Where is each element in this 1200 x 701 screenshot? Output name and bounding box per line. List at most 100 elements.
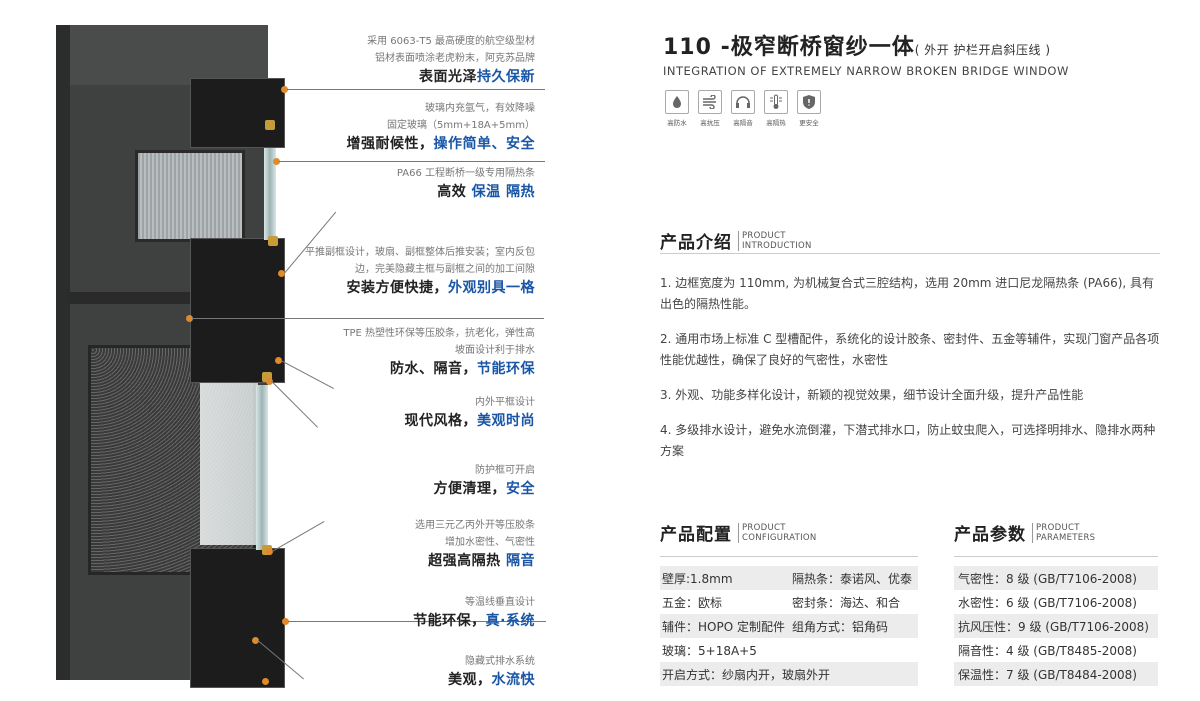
headphones-icon — [731, 90, 755, 114]
divider — [660, 556, 918, 557]
shield-icon — [797, 90, 821, 114]
feature-desc: 增加水密性、气密性 — [445, 537, 535, 548]
callout-dot — [186, 315, 193, 322]
intro-item: 4. 多级排水设计，避免水流倒灌，下潜式排水口，防止蚊虫爬入，可选择明排水、隐排… — [660, 423, 1156, 458]
page-title: 110 -极窄断桥窗纱一体( 外开 护栏开启斜压线 ) — [663, 35, 1051, 60]
feature-item: 玻璃内充氩气，有效降噪 固定玻璃（5mm+18A+5mm） 增强耐候性，操作简单… — [265, 100, 536, 154]
feature-title: 超强高隔热 隔音 — [428, 553, 535, 569]
gasket — [262, 372, 272, 382]
intro-list: 1. 边框宽度为 110mm, 为机械复合式三腔结构，选用 20mm 进口尼龙隔… — [660, 273, 1160, 476]
leader-line — [279, 161, 545, 162]
feature-desc: 玻璃内充氩气，有效降噪 — [425, 103, 535, 114]
feature-desc: 边，完美隐藏主框与副框之间的加工间隙 — [355, 264, 535, 275]
table-row: 保温性：7 级 (GB/T8484-2008) — [954, 662, 1158, 686]
table-row: 玻璃：5+18A+5 — [662, 643, 757, 658]
feature-title: 高效 保温 隔热 — [437, 184, 535, 200]
frame-top-face — [56, 25, 268, 85]
feature-title: 防水、隔音，节能环保 — [390, 361, 535, 377]
profile-section-top — [190, 78, 285, 148]
feature-item: 隐藏式排水系统 美观，水流快 — [265, 653, 535, 690]
screen-glass-reflection — [200, 380, 258, 545]
feature-desc: 固定玻璃（5mm+18A+5mm） — [386, 120, 535, 131]
table-row: 辅件：HOPO 定制配件组角方式：铝角码 — [660, 614, 918, 638]
feature-desc: 铝材表面喷涂老虎粉末，阿克苏品牌 — [375, 53, 535, 64]
callout-dot — [278, 270, 285, 277]
table-row: 水密性：6 级 (GB/T7106-2008) — [958, 595, 1137, 610]
callout-dot — [252, 637, 259, 644]
intro-item: 2. 通用市场上标准 C 型槽配件，系统化的设计胶条、密封件、五金等辅件，实现门… — [660, 332, 1160, 367]
intro-item: 3. 外观、功能多样化设计，新颖的视觉效果，细节设计全面升级，提升产品性能 — [660, 388, 1084, 402]
wind-icon — [698, 90, 722, 114]
feature-callouts: 采用 6063-T5 最高硬度的航空级型材 铝材表面喷涂老虎粉末，阿克苏品牌 表… — [265, 0, 535, 701]
callout-dot — [282, 618, 289, 625]
feature-desc: 选用三元乙丙外开等压胶条 — [415, 520, 535, 531]
table-row: 抗风压性：9 级 (GB/T7106-2008) — [954, 614, 1158, 638]
profile-section-bottom — [190, 548, 285, 688]
table-row: 隔音性：4 级 (GB/T8485-2008) — [958, 643, 1137, 658]
gasket — [268, 236, 278, 246]
transom-glass — [135, 150, 245, 242]
intro-item: 1. 边框宽度为 110mm, 为机械复合式三腔结构，选用 20mm 进口尼龙隔… — [660, 276, 1155, 311]
icon-item: 高防水 — [663, 90, 691, 127]
divider — [660, 253, 1160, 254]
feature-item: 选用三元乙丙外开等压胶条 增加水密性、气密性 超强高隔热 隔音 — [265, 517, 535, 571]
performance-icons: 高防水 高抗压 高隔音 高隔热 更安全 — [663, 90, 823, 127]
feature-title: 现代风格，美观时尚 — [404, 413, 535, 429]
icon-item: 更安全 — [795, 90, 823, 127]
feature-title: 美观，水流快 — [448, 672, 535, 688]
feature-title: 节能环保，真·系统 — [413, 613, 535, 629]
callout-dot — [262, 678, 269, 685]
icon-item: 高隔音 — [729, 90, 757, 127]
feature-title: 表面光泽持久保新 — [419, 69, 535, 85]
feature-item: PA66 工程断桥一级专用隔热条 高效 保温 隔热 — [265, 165, 535, 202]
feature-desc: 内外平框设计 — [475, 397, 535, 408]
page-subtitle: ( 外开 护栏开启斜压线 ) — [914, 43, 1051, 57]
table-row: 五金：欧标密封条：海达、和合 — [662, 595, 901, 610]
feature-item: 采用 6063-T5 最高硬度的航空级型材 铝材表面喷涂老虎粉末，阿克苏品牌 表… — [265, 33, 535, 87]
water-drop-icon — [665, 90, 689, 114]
window-section-illustration — [0, 0, 555, 701]
leader-line — [192, 318, 544, 319]
glass-cross-section-bottom — [256, 385, 268, 550]
feature-desc: PA66 工程断桥一级专用隔热条 — [396, 168, 535, 179]
feature-item: 平推副框设计，玻扇、副框整体后推安装；室内反包 边，完美隐藏主框与副框之间的加工… — [265, 244, 535, 298]
feature-item: 防护框可开启 方便清理，安全 — [265, 462, 536, 499]
feature-item: 内外平框设计 现代风格，美观时尚 — [265, 394, 536, 431]
table-row: 开启方式：纱扇内开，玻扇外开 — [660, 662, 918, 686]
page-title-english: INTEGRATION OF EXTREMELY NARROW BROKEN B… — [663, 64, 1069, 78]
thermometer-icon — [764, 90, 788, 114]
feature-desc: TPE 热塑性环保等压胶条，抗老化，弹性高 — [343, 328, 535, 339]
feature-desc: 采用 6063-T5 最高硬度的航空级型材 — [367, 36, 535, 47]
feature-title: 方便清理，安全 — [433, 481, 535, 497]
feature-desc: 平推副框设计，玻扇、副框整体后推安装；室内反包 — [305, 247, 535, 258]
gasket — [265, 120, 275, 130]
feature-item: TPE 热塑性环保等压胶条，抗老化，弹性高 坡面设计利于排水 防水、隔音，节能环… — [265, 325, 535, 379]
feature-desc: 防护框可开启 — [475, 465, 535, 476]
icon-item: 高隔热 — [762, 90, 790, 127]
profile-section-middle — [190, 238, 285, 383]
glass-cross-section-top — [264, 148, 276, 240]
params-table: 气密性：8 级 (GB/T7106-2008) 水密性：6 级 (GB/T710… — [954, 566, 1158, 686]
feature-title: 增强耐候性，操作简单、安全 — [346, 136, 535, 152]
feature-desc: 隐藏式排水系统 — [465, 656, 535, 667]
feature-desc: 等温线垂直设计 — [465, 597, 535, 608]
callout-dot — [275, 357, 282, 364]
frame-side-face — [56, 25, 70, 680]
icon-item: 高抗压 — [696, 90, 724, 127]
leader-line — [288, 621, 546, 622]
feature-title: 安装方便快捷，外观别具一格 — [346, 280, 535, 296]
feature-desc: 坡面设计利于排水 — [455, 345, 535, 356]
callout-dot — [266, 548, 273, 555]
table-row: 气密性：8 级 (GB/T7106-2008) — [954, 566, 1158, 590]
callout-dot — [273, 158, 280, 165]
feature-item: 等温线垂直设计 节能环保，真·系统 — [265, 594, 535, 631]
callout-dot — [281, 86, 288, 93]
divider — [954, 556, 1158, 557]
callout-dot — [266, 378, 273, 385]
leader-line — [287, 89, 545, 90]
